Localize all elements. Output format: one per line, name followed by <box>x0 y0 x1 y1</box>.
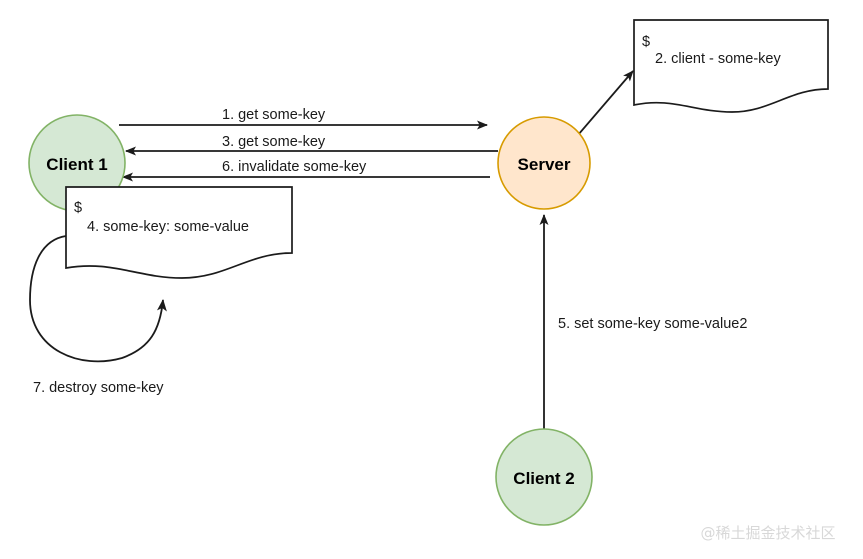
edge-label-7-destroy-some-key: 7. destroy some-key <box>33 380 164 396</box>
edge-label-1-get-some-key: 1. get some-key <box>222 107 326 123</box>
edge-destroy-some-key-loop <box>29 235 167 363</box>
edge-server-to-output-doc <box>577 70 634 136</box>
edge-label-3-get-some-key: 3. get some-key <box>222 134 326 150</box>
watermark: @稀土掘金技术社区 <box>700 524 835 542</box>
document-client1-output-prompt: $ <box>74 200 82 216</box>
document-client1-output <box>65 186 293 279</box>
document-server-output-line: 2. client - some-key <box>655 51 781 67</box>
document-client1-output-line: 4. some-key: some-value <box>87 219 249 235</box>
edge-label-5-set-some-key: 5. set some-key some-value2 <box>558 316 747 332</box>
node-server[interactable] <box>497 116 591 210</box>
node-server-label: Server <box>518 155 571 174</box>
node-client2-label: Client 2 <box>513 469 574 488</box>
document-server-output-prompt: $ <box>642 34 650 50</box>
node-client1-label: Client 1 <box>46 155 107 174</box>
edge-label-6-invalidate-some-key: 6. invalidate some-key <box>222 159 367 175</box>
node-client2[interactable] <box>495 428 593 526</box>
document-server-output <box>633 19 829 113</box>
